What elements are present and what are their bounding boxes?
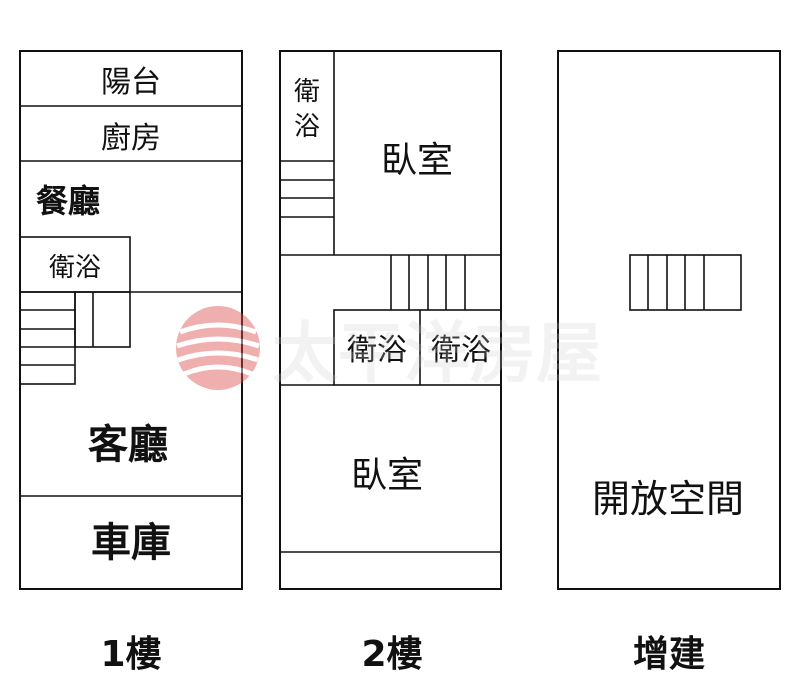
garage-label: 車庫 xyxy=(91,520,171,566)
floor-2-stairs-left xyxy=(280,179,334,218)
extension-plan: 開放空間 xyxy=(557,50,781,590)
bedroom-bottom-label: 臥室 xyxy=(351,455,423,496)
extension-outline xyxy=(557,50,781,590)
side-bath-char-1: 衛 xyxy=(294,77,320,107)
floor-1-plan: 陽台 廚房 餐廳 衛浴 客廳 車庫 xyxy=(19,50,243,590)
living-room-label: 客廳 xyxy=(88,422,168,468)
floor-2-stairs-right xyxy=(390,255,466,310)
floor-2-caption: 2樓 xyxy=(361,634,422,675)
watermark-logo-icon xyxy=(176,306,260,390)
floor-1-caption: 1樓 xyxy=(100,634,161,675)
kitchen-label: 廚房 xyxy=(101,121,161,156)
balcony-label: 陽台 xyxy=(101,65,161,100)
bathroom-a-label: 衛浴 xyxy=(347,333,407,368)
bathroom-b-label: 衛浴 xyxy=(431,333,491,368)
watermark: 太平洋房屋 xyxy=(176,306,602,392)
floor-1-stairs xyxy=(19,291,131,385)
bedroom-top-label: 臥室 xyxy=(381,140,453,181)
dining-label: 餐廳 xyxy=(36,182,100,220)
extension-stairs xyxy=(629,254,742,311)
extension-caption: 增建 xyxy=(633,634,705,675)
side-bath-vertical-label: 衛 浴 xyxy=(294,77,320,142)
floor-2-bathrooms xyxy=(333,309,502,386)
floor-1-bathroom-label: 衛浴 xyxy=(49,253,101,283)
open-space-label: 開放空間 xyxy=(592,477,744,521)
watermark-text: 太平洋房屋 xyxy=(272,314,602,392)
side-bath-char-2: 浴 xyxy=(294,112,320,142)
floor-2-plan: 衛 浴 臥室 衛浴 衛浴 臥室 xyxy=(279,50,502,590)
